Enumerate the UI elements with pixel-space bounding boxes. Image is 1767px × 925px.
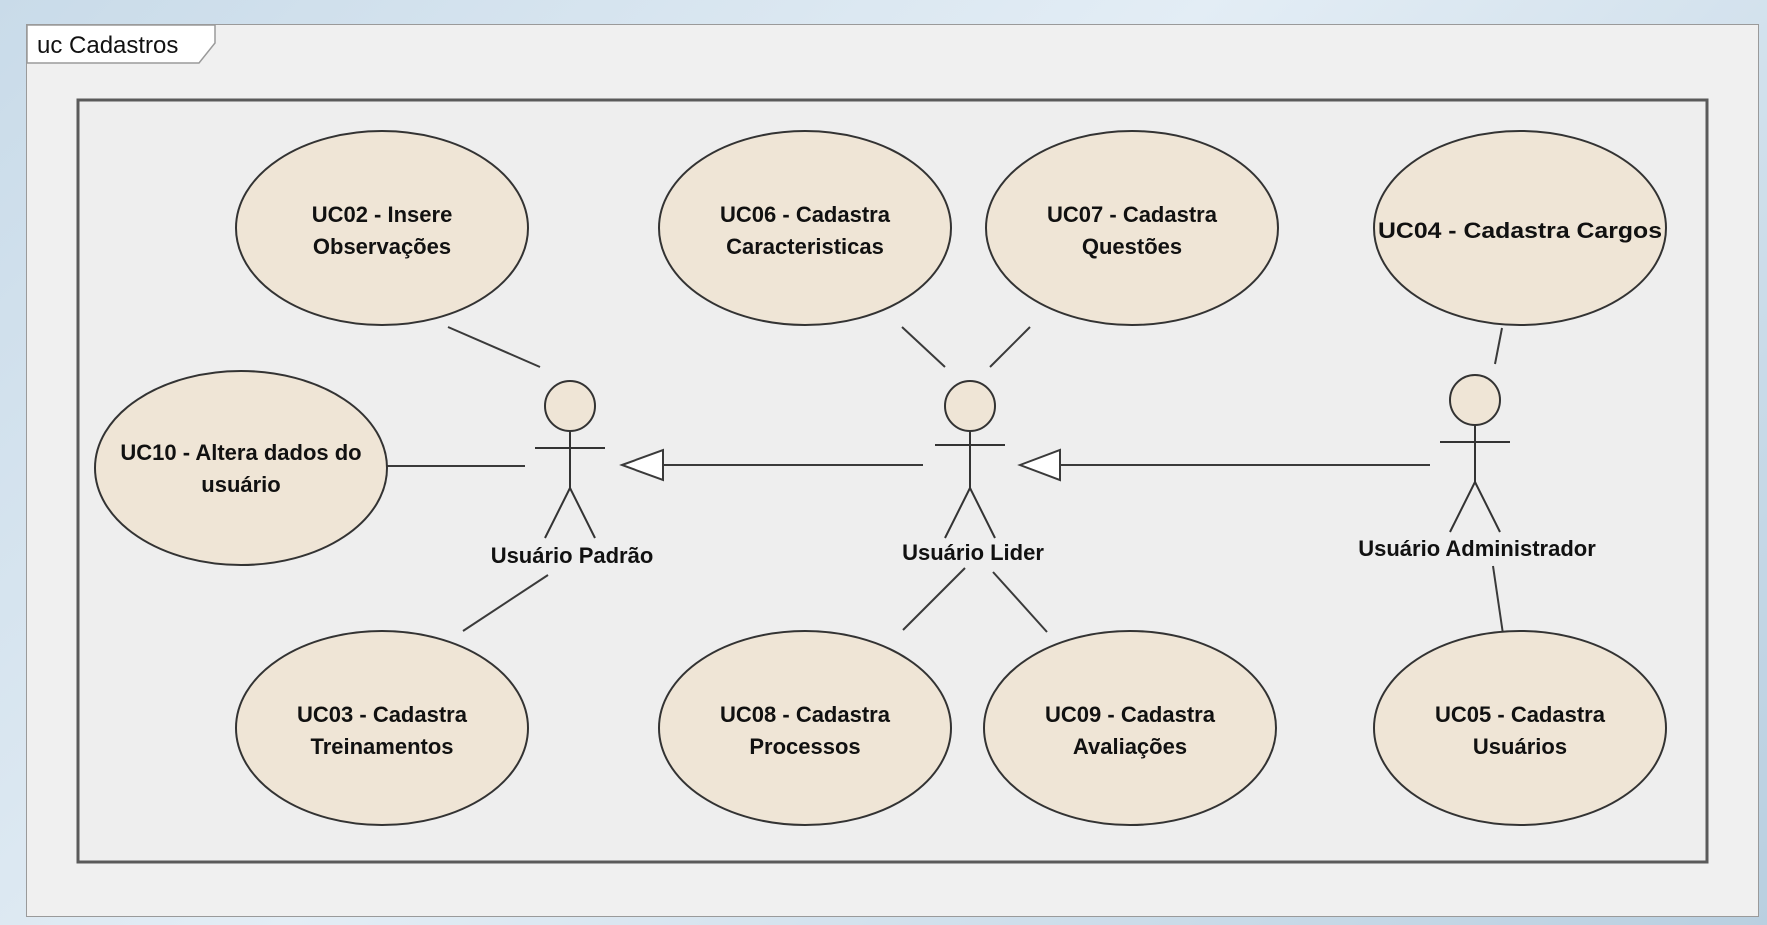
use-case-uc05[interactable]: UC05 - Cadastra Usuários (1373, 630, 1667, 826)
use-case-uc09-line1: UC09 - Cadastra (1045, 702, 1216, 727)
use-case-uc08-line2: Processos (749, 734, 860, 759)
assoc-admin-uc05 (1492, 565, 1504, 635)
use-case-uc10-line1: UC10 - Altera dados do (120, 440, 361, 465)
use-case-uc08[interactable]: UC08 - Cadastra Processos (658, 630, 952, 826)
use-case-uc02-line1: UC02 - Insere (312, 202, 453, 227)
use-case-uc05-line2: Usuários (1473, 734, 1567, 759)
assoc-padrao-uc03 (462, 574, 549, 632)
use-case-uc09-line2: Avaliações (1073, 734, 1187, 759)
actor-usuario-lider-label: Usuário Lider (902, 540, 1044, 565)
use-case-uc06-line1: UC06 - Cadastra (720, 202, 891, 227)
use-case-uc06-line2: Caracteristicas (726, 234, 884, 259)
frame-tab (27, 25, 216, 64)
use-case-uc05-line1: UC05 - Cadastra (1435, 702, 1606, 727)
actor-usuario-administrador-label: Usuário Administrador (1358, 536, 1596, 561)
actor-usuario-padrao-label: Usuário Padrão (491, 543, 654, 568)
use-case-uc03[interactable]: UC03 - Cadastra Treinamentos (235, 630, 529, 826)
assoc-lider-uc07 (989, 326, 1031, 368)
use-case-uc07-line1: UC07 - Cadastra (1047, 202, 1218, 227)
assoc-admin-uc04 (1494, 327, 1503, 365)
use-case-uc06[interactable]: UC06 - Cadastra Caracteristicas (658, 130, 952, 326)
use-case-uc10-line2: usuário (201, 472, 280, 497)
assoc-lider-uc08 (902, 567, 966, 631)
use-case-uc09[interactable]: UC09 - Cadastra Avaliações (983, 630, 1277, 826)
use-case-uc03-line2: Treinamentos (310, 734, 453, 759)
use-case-uc03-line1: UC03 - Cadastra (297, 702, 468, 727)
assoc-padrao-uc02 (447, 326, 541, 368)
generalizations (619, 448, 1430, 482)
assoc-lider-uc06 (901, 326, 946, 368)
frame-label: uc Cadastros (37, 32, 179, 59)
use-case-uc04-label: UC04 - Cadastra Cargos (1378, 218, 1662, 243)
use-case-uc08-line1: UC08 - Cadastra (720, 702, 891, 727)
generalization-arrowhead-lider (1017, 448, 1061, 482)
assoc-lider-uc09 (992, 571, 1048, 633)
use-case-uc02[interactable]: UC02 - Insere Observações (235, 130, 529, 326)
actor-usuario-administrador[interactable]: Usuário Administrador (1358, 374, 1596, 561)
use-case-uc02-line2: Observações (313, 234, 451, 259)
use-case-uc04[interactable]: UC04 - Cadastra Cargos (1373, 130, 1667, 326)
generalization-arrowhead-padrao (619, 448, 664, 482)
use-case-uc07-line2: Questões (1082, 234, 1182, 259)
actor-usuario-padrao[interactable]: Usuário Padrão (491, 380, 654, 568)
use-case-uc07[interactable]: UC07 - Cadastra Questões (985, 130, 1279, 326)
use-case-uc10[interactable]: UC10 - Altera dados do usuário (94, 370, 388, 566)
actor-usuario-lider[interactable]: Usuário Lider (902, 380, 1044, 565)
associations (387, 326, 1504, 635)
